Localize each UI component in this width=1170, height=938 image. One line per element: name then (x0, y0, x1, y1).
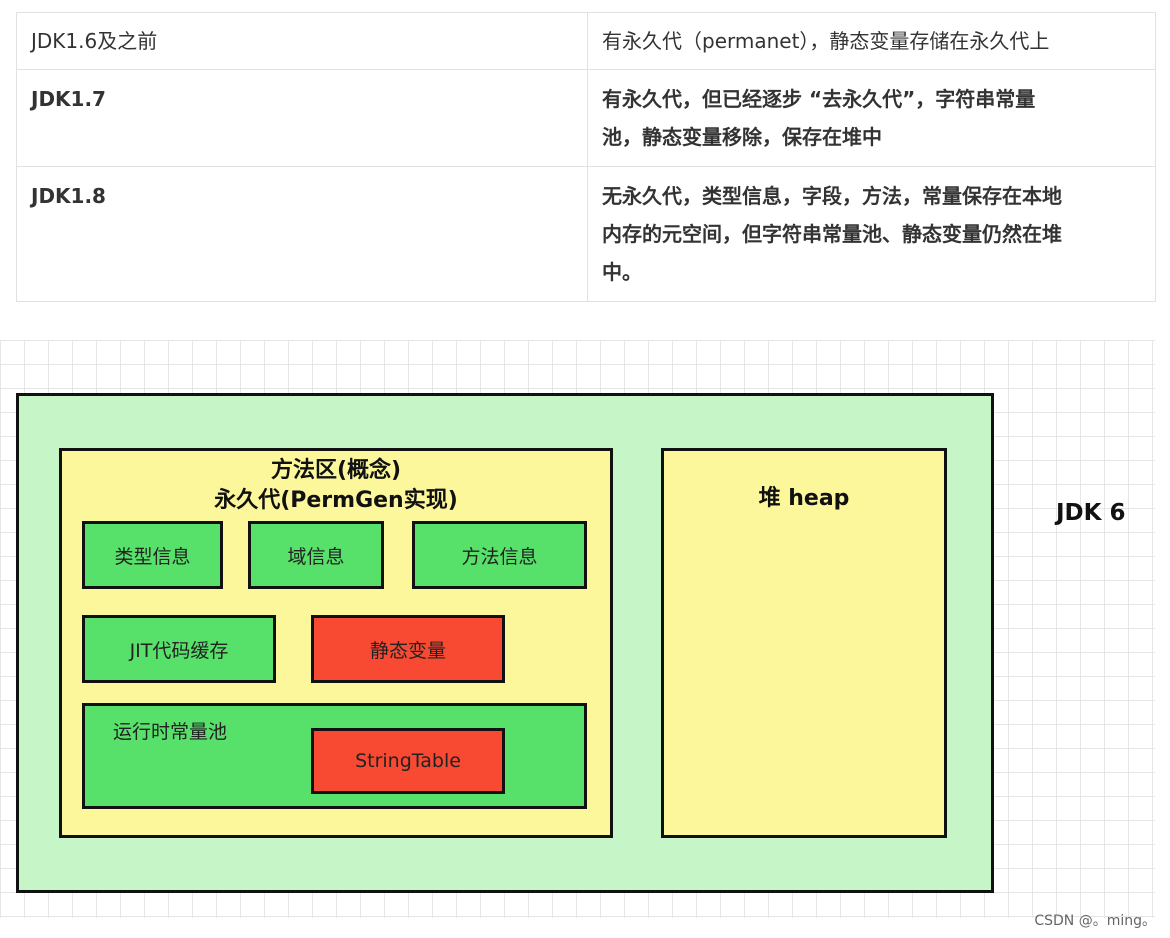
desc-line: 中。 (602, 260, 642, 284)
static-vars-block: 静态变量 (311, 615, 505, 683)
permgen-title: 永久代(PermGen实现) (214, 488, 458, 513)
desc-cell: 有永久代，但已经逐步 “去永久代”，字符串常量 池，静态变量移除，保存在堆中 (587, 69, 1156, 167)
watermark: CSDN @。ming。 (1034, 913, 1156, 929)
heap-box (661, 448, 947, 838)
method-info-block: 方法信息 (412, 521, 587, 589)
desc-cell: 有永久代（permanet），静态变量存储在永久代上 (587, 12, 1156, 70)
desc-line: 有永久代，但已经逐步 “去永久代”，字符串常量 (602, 87, 1036, 111)
desc-line: 内存的元空间，但字符串常量池、静态变量仍然在堆 (602, 222, 1062, 246)
table-row: JDK1.6及之前 有永久代（permanet），静态变量存储在永久代上 (16, 12, 1156, 70)
jdk-version-table: JDK1.6及之前 有永久代（permanet），静态变量存储在永久代上 JDK… (16, 12, 1156, 302)
jit-cache-block: JIT代码缓存 (82, 615, 276, 683)
desc-line: 无永久代，类型信息，字段，方法，常量保存在本地 (602, 184, 1062, 208)
version-cell: JDK1.6及之前 (16, 12, 588, 70)
desc-cell: 无永久代，类型信息，字段，方法，常量保存在本地 内存的元空间，但字符串常量池、静… (587, 166, 1156, 302)
runtime-constant-pool-label: 运行时常量池 (113, 721, 228, 743)
method-area-title: 方法区(概念) (270, 458, 402, 483)
heap-title: 堆 heap (758, 486, 850, 511)
field-info-block: 域信息 (248, 521, 384, 589)
version-cell: JDK1.7 (16, 69, 588, 167)
table-row: JDK1.7 有永久代，但已经逐步 “去永久代”，字符串常量 池，静态变量移除，… (16, 69, 1156, 167)
table-row: JDK1.8 无永久代，类型信息，字段，方法，常量保存在本地 内存的元空间，但字… (16, 166, 1156, 302)
version-cell: JDK1.8 (16, 166, 588, 302)
desc-line: 池，静态变量移除，保存在堆中 (602, 125, 882, 149)
type-info-block: 类型信息 (82, 521, 223, 589)
jdk-version-label: JDK 6 (1056, 500, 1126, 526)
string-table-block: StringTable (311, 728, 505, 794)
